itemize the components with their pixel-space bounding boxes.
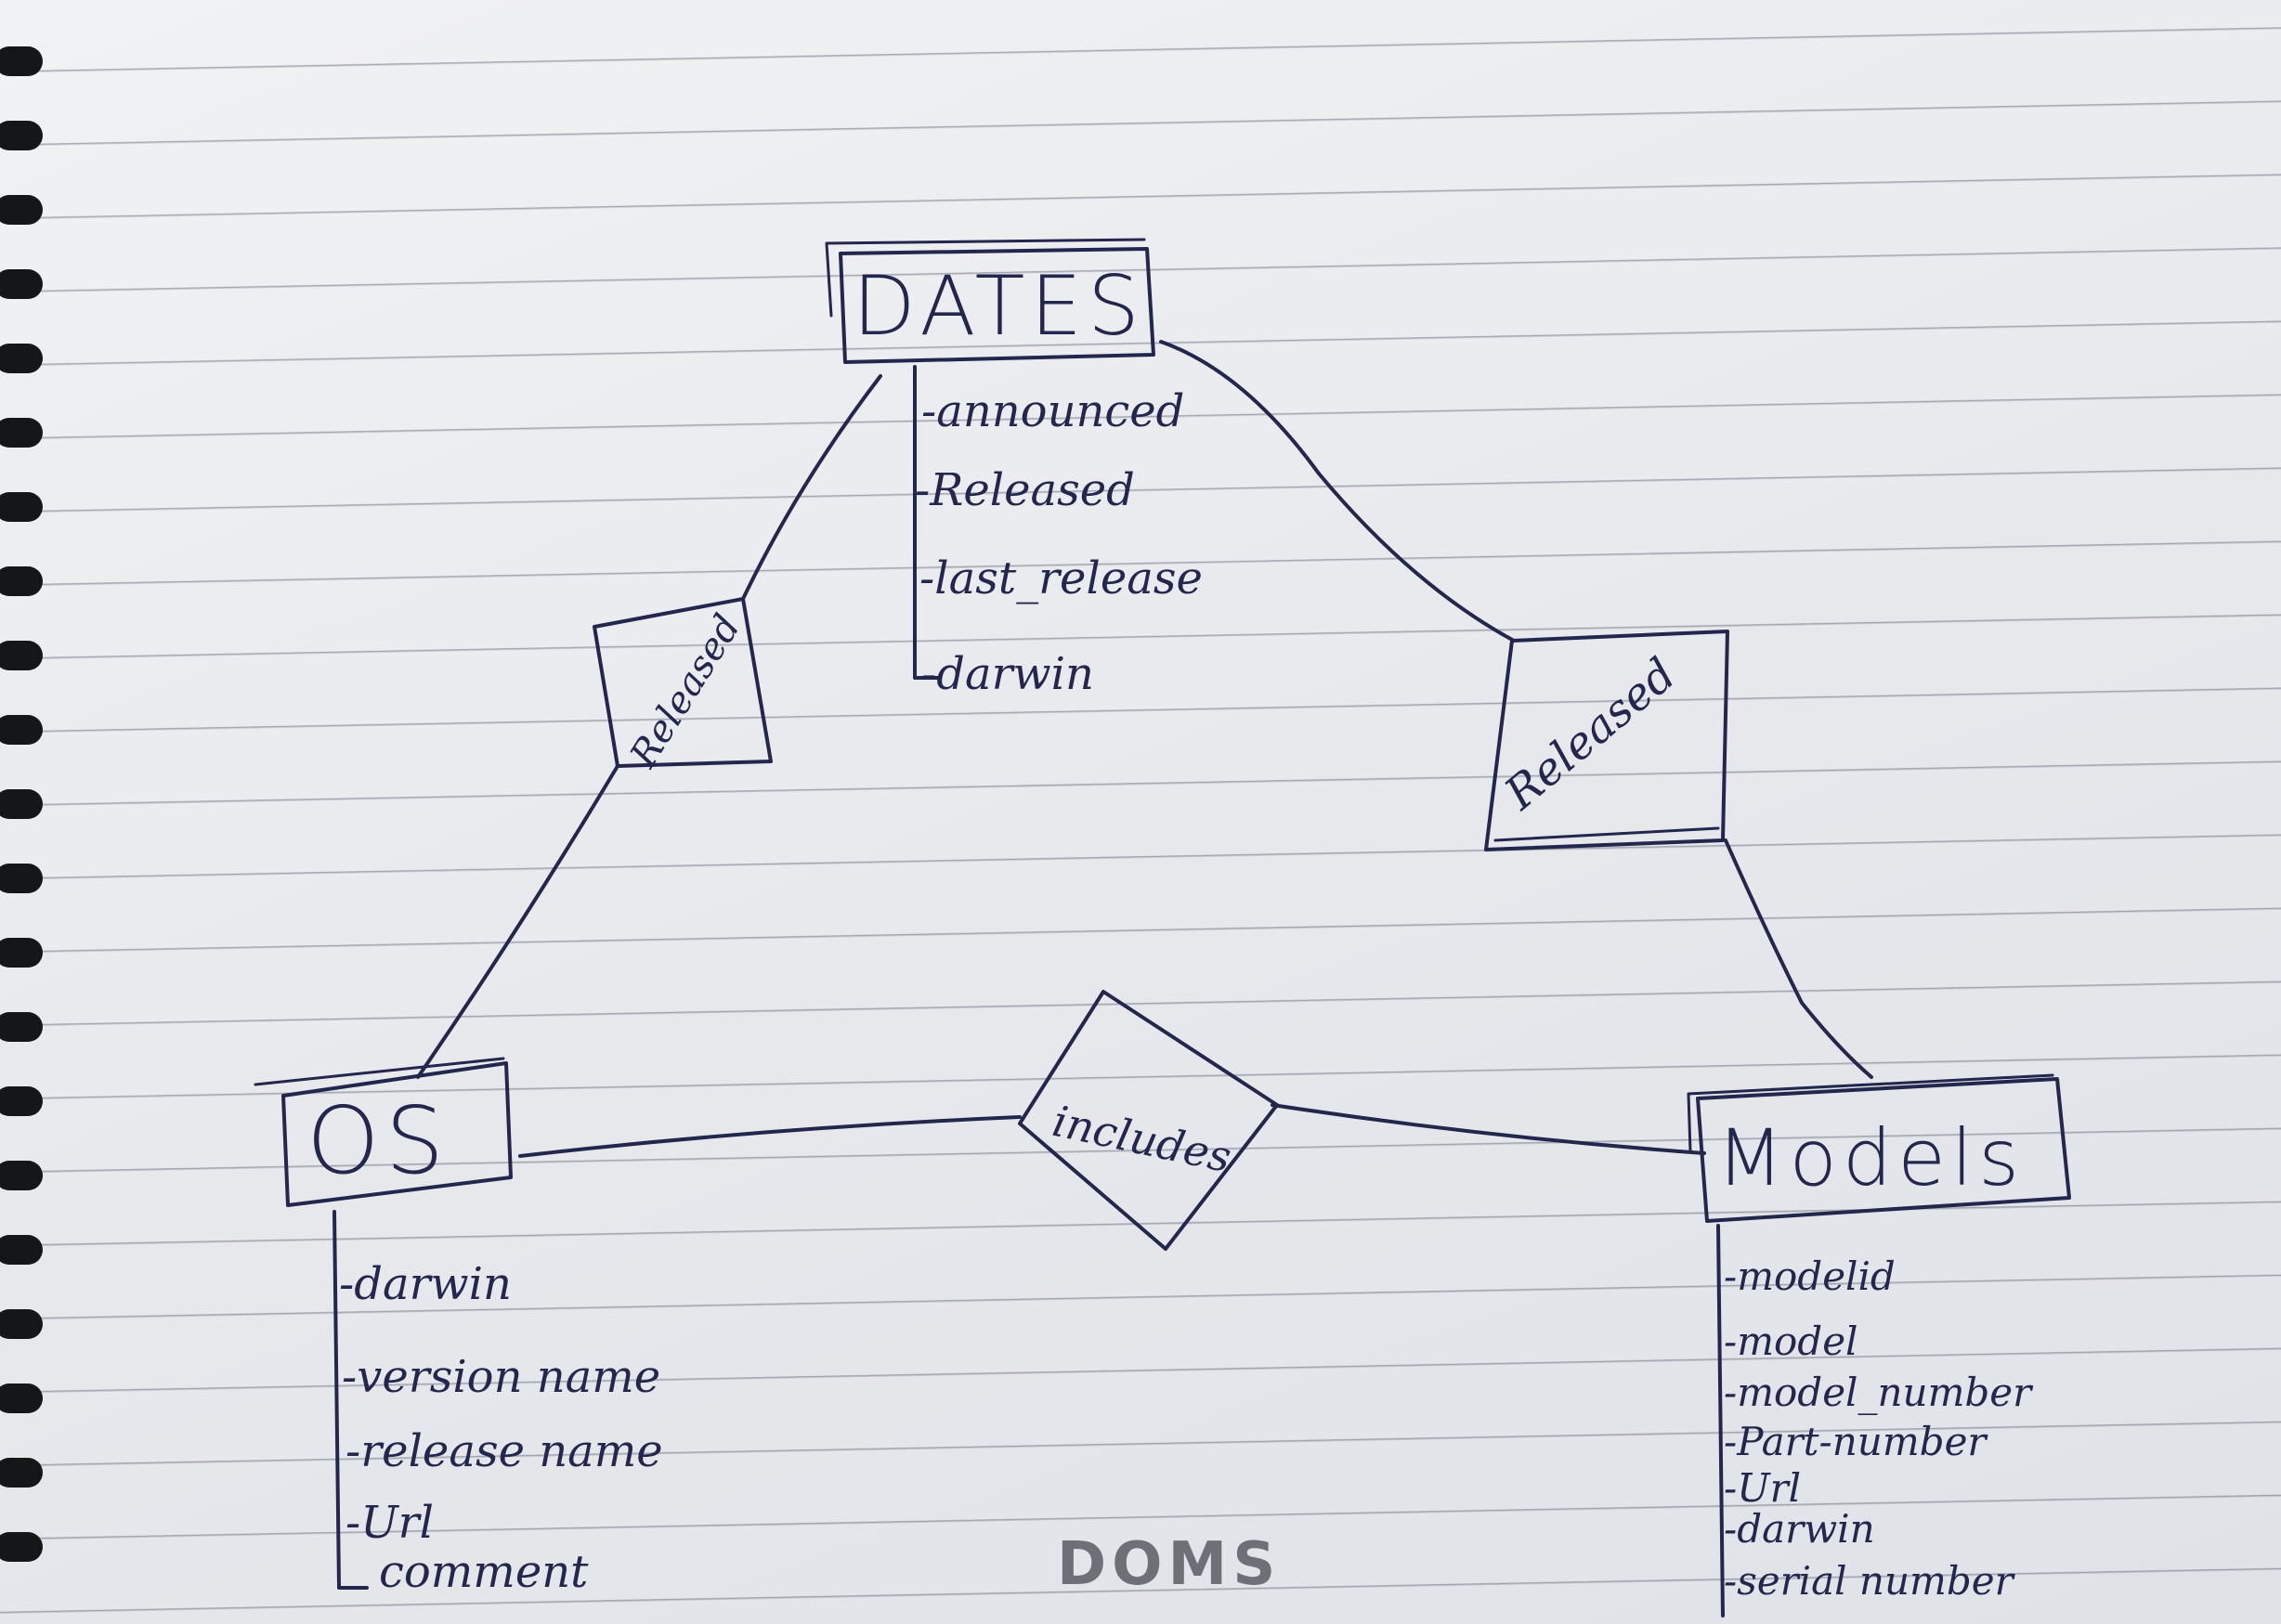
dates-attribute-stem: [913, 365, 940, 680]
released-right-box: [1484, 630, 1729, 851]
os-attr-darwin: -darwin: [339, 1258, 512, 1310]
spiral-hole: [0, 344, 43, 373]
spiral-hole: [0, 492, 43, 522]
models-attr-url: -Url: [1724, 1465, 1802, 1511]
os-attr-version-name: -version name: [342, 1351, 661, 1403]
spiral-hole: [0, 566, 43, 596]
spiral-hole: [0, 1384, 43, 1413]
spiral-hole: [0, 121, 43, 150]
models-entity-box: [1696, 1077, 2071, 1223]
dates-released-right-line: [1159, 340, 1516, 643]
os-attr-url: -Url: [345, 1497, 434, 1549]
spiral-hole: [0, 789, 43, 819]
spiral-hole: [0, 1309, 43, 1339]
spiral-hole: [0, 195, 43, 225]
released-left-os-line: [416, 764, 619, 1079]
models-entity-title: Models: [1716, 1112, 2025, 1203]
models-attr-modelid: -modelid: [1724, 1254, 1896, 1299]
spiral-hole: [0, 269, 43, 299]
os-entity-box-outer: [254, 1057, 505, 1086]
os-includes-line: [518, 1115, 1022, 1158]
notebook-brand-logo: DOMS: [1057, 1530, 1282, 1599]
spiral-hole: [0, 864, 43, 893]
dates-released-left-line: [741, 374, 882, 601]
dates-entity-box: [839, 247, 1155, 364]
models-entity-box-outer: [1687, 1073, 2054, 1153]
spiral-hole: [0, 1161, 43, 1190]
spiral-hole: [0, 418, 43, 448]
spiral-hole: [0, 1235, 43, 1265]
includes-models-line: [1271, 1103, 1706, 1155]
os-attr-release-name: -release name: [345, 1425, 663, 1477]
os-entity-title: OS: [306, 1086, 450, 1195]
models-attr-darwin: -darwin: [1724, 1506, 1875, 1552]
released-left-box: [593, 597, 773, 768]
dates-attr-last-release: -last_release: [919, 552, 1203, 604]
spiral-hole: [0, 938, 43, 968]
spiral-hole: [0, 1086, 43, 1116]
models-attr-model: -model: [1724, 1319, 1858, 1364]
dates-attr-announced: -announced: [921, 385, 1185, 437]
dates-entity-title: DATES: [853, 258, 1145, 354]
spiral-hole: [0, 1458, 43, 1488]
models-attr-serial-number: -serial number: [1724, 1558, 2014, 1604]
spiral-hole: [0, 46, 43, 76]
spiral-hole: [0, 1012, 43, 1042]
dates-attr-released: -Released: [915, 464, 1135, 516]
spiral-hole: [0, 1532, 43, 1562]
os-attribute-stem: [332, 1210, 369, 1590]
spiral-binding: [0, 0, 56, 1624]
released-right-models-line: [1724, 838, 1873, 1079]
os-entity-box: [281, 1061, 513, 1207]
models-attr-part-number: -Part-number: [1724, 1419, 1987, 1464]
spiral-hole: [0, 715, 43, 745]
dates-attr-darwin: -darwin: [921, 648, 1094, 700]
models-attr-model-number: -model_number: [1724, 1370, 2032, 1415]
dates-entity-box-outer: [825, 238, 1146, 318]
models-attribute-stem: [1716, 1224, 1725, 1618]
os-attr-comment: comment: [379, 1546, 589, 1598]
spiral-hole: [0, 641, 43, 670]
